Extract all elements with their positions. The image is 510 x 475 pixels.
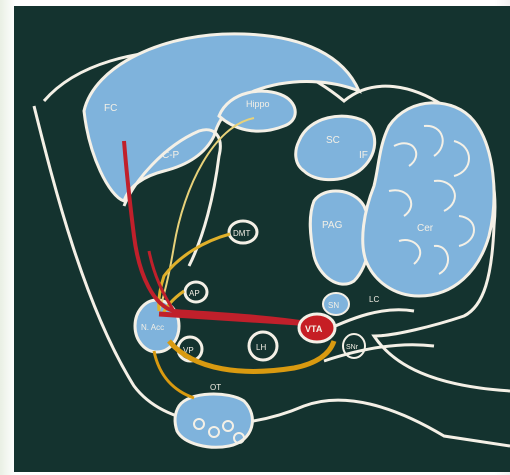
label-vta: VTA — [305, 324, 323, 334]
label-ap: AP — [189, 289, 200, 298]
label-pag: PAG — [322, 220, 343, 231]
label-n-acc: N. Acc — [141, 323, 164, 332]
label-if: IF — [359, 150, 368, 161]
label-cp: C-P — [162, 150, 180, 161]
brain-sagittal-diagram: FC Hippo C-P SC IF PAG Cer DMT AP N. Acc… — [14, 6, 510, 472]
olfactory-tubercle-region — [175, 394, 252, 447]
label-snr: SNr — [346, 344, 359, 351]
label-sn: SN — [328, 301, 339, 310]
label-dmt: DMT — [233, 229, 250, 238]
label-lc: LC — [369, 295, 379, 304]
label-hippo: Hippo — [246, 99, 270, 109]
label-sc: SC — [326, 135, 340, 146]
label-lh: LH — [256, 343, 266, 352]
label-ot: OT — [210, 383, 221, 392]
label-cer: Cer — [417, 223, 434, 234]
label-fc: FC — [104, 103, 117, 114]
pag-region — [310, 191, 370, 284]
